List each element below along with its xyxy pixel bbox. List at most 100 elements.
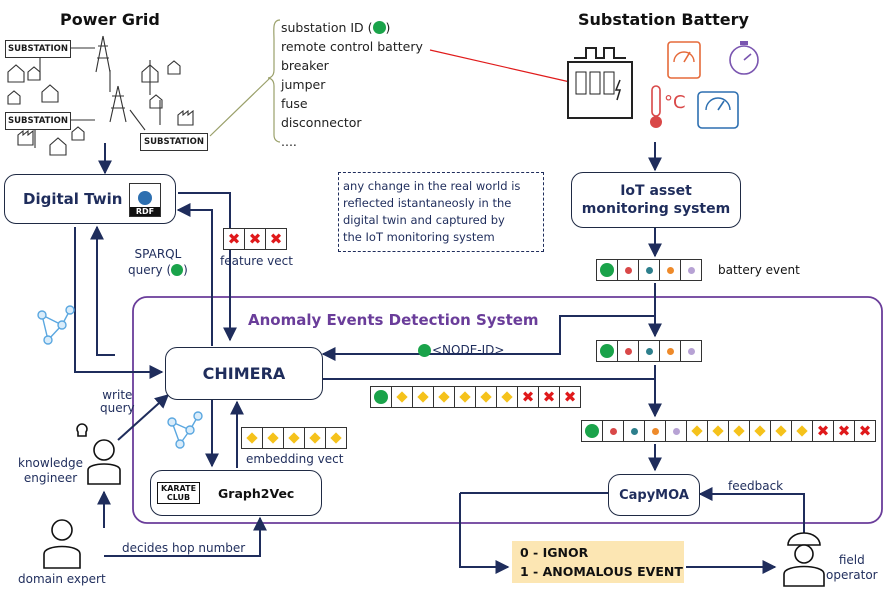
arrow-nodeid-to-chimera (321, 315, 655, 361)
sparql-line1: SPARQL (134, 247, 182, 261)
battery-illustration (567, 47, 633, 119)
graph-network-icon-1 (37, 305, 75, 345)
knowledge-line1: knowledge (18, 456, 84, 470)
substation-label-2: SUBSTATION (5, 112, 71, 130)
red-link-line (429, 49, 571, 83)
vector-cell: ✖ (834, 421, 855, 441)
vector-cell (392, 387, 413, 407)
sparql-query-label: SPARQL query () (128, 246, 188, 278)
system-title: Anomaly Events Detection System (248, 311, 539, 329)
capymoa-box[interactable]: CapyMOA (608, 474, 700, 516)
event-vector-in-system (596, 340, 702, 362)
vector-cell (660, 260, 681, 280)
battery-event-vector (596, 259, 702, 281)
graph-network-icon-2 (167, 411, 203, 449)
embedding-vector (241, 427, 347, 449)
vector-cell (639, 260, 660, 280)
vector-cell (687, 421, 708, 441)
vector-cell (750, 421, 771, 441)
node-id-text: <NODE-ID> (432, 343, 505, 357)
field-line2: operator (826, 568, 878, 582)
vector-cell (666, 421, 687, 441)
knowledge-engineer-label: knowledge engineer (18, 456, 83, 486)
write-query-line2: query (100, 401, 135, 415)
output-box: 0 - IGNOR 1 - ANOMALOUS EVENT (512, 541, 684, 583)
vector-cell (660, 341, 681, 361)
arrow-sparql-up (90, 225, 115, 356)
list-leader-line (209, 77, 271, 137)
iot-label-line1: IoT asset (620, 183, 692, 199)
sparql-suffix: ) (183, 263, 188, 277)
vector-cell (455, 387, 476, 407)
rdf-icon: RDF (129, 183, 161, 217)
digital-twin-label: Digital Twin (23, 190, 123, 208)
embedding-vect-label: embedding vect (246, 452, 344, 466)
graph2vec-box[interactable]: KARATE CLUB Graph2Vec (150, 470, 322, 516)
list-item-substation-id: substation ID () (281, 18, 423, 37)
iot-monitoring-box[interactable]: IoT asset monitoring system (571, 172, 741, 228)
green-node-icon (372, 21, 386, 34)
vector-cell (708, 421, 729, 441)
vector-cell (681, 341, 701, 361)
list-item: .... (281, 134, 297, 149)
iot-label-line2: monitoring system (581, 201, 731, 217)
power-grid-illustration (7, 35, 194, 156)
chimera-output-vector: ✖ ✖ ✖ (370, 386, 581, 408)
karate-logo-line1: KARATE (161, 484, 197, 493)
digital-twin-box[interactable]: Digital Twin RDF (4, 174, 176, 224)
karate-logo-line2: CLUB (166, 493, 191, 502)
arrow-feedback (698, 487, 805, 537)
vector-cell (284, 428, 305, 448)
vector-cell (582, 421, 603, 441)
vector-cell (242, 428, 263, 448)
list-item-text: substation ID ( (281, 20, 373, 35)
vector-cell (476, 387, 497, 407)
vector-cell (597, 260, 618, 280)
domain-expert-figure (43, 519, 81, 569)
feature-vect-label: feature vect (220, 254, 293, 268)
field-operator-figure (783, 532, 825, 587)
list-bracket (267, 19, 281, 143)
vector-cell: ✖ (269, 229, 283, 248)
hop-number-label: decides hop number (122, 541, 246, 555)
vector-cell (618, 341, 639, 361)
list-item: remote control battery (281, 39, 423, 54)
vector-cell: ✖ (539, 387, 560, 407)
rdf-label: RDF (130, 207, 160, 216)
arrow-twin-down (74, 227, 164, 379)
arrow-chimera-to-twin-a (176, 203, 213, 346)
list-item: disconnector (281, 115, 362, 130)
vector-cell: ✖ (858, 421, 872, 440)
field-line1: field (838, 553, 865, 567)
green-node-icon (418, 343, 431, 357)
vector-cell: ✖ (563, 387, 577, 406)
karate-club-logo: KARATE CLUB (157, 482, 201, 504)
heading-substation-battery: Substation Battery (578, 10, 749, 29)
list-item-suffix: ) (385, 20, 391, 35)
vector-cell (413, 387, 434, 407)
list-item: jumper (281, 77, 326, 92)
arrow-capymoa-to-output (459, 493, 510, 574)
arrow-write-query (117, 394, 170, 441)
vector-cell (645, 421, 666, 441)
capymoa-label: CapyMOA (619, 487, 689, 503)
voltmeter-icon (697, 91, 739, 129)
substation-label-3: SUBSTATION (140, 133, 208, 151)
chimera-label: CHIMERA (202, 364, 286, 383)
write-query-label: write query (100, 389, 135, 415)
chimera-box[interactable]: CHIMERA (165, 347, 323, 400)
vector-cell (326, 428, 346, 448)
vector-cell: ✖ (224, 229, 245, 249)
system-frame (132, 296, 883, 524)
note-box: any change in the real world is reflecte… (338, 172, 544, 252)
heading-power-grid: Power Grid (60, 10, 160, 29)
vector-cell (624, 421, 645, 441)
knowledge-line2: engineer (23, 471, 78, 485)
output-line-ignore: 0 - IGNOR (520, 545, 589, 560)
domain-expert-label: domain expert (18, 572, 106, 586)
list-item: breaker (281, 58, 329, 73)
battery-component-list: substation ID () remote control battery … (281, 18, 423, 151)
arrow-twin-to-chimera (178, 192, 237, 342)
